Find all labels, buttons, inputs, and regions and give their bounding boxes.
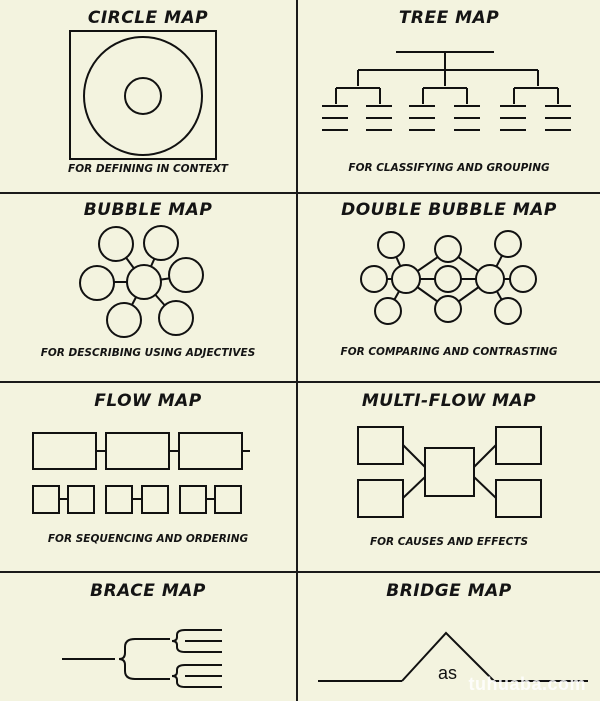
circle-map-inner-circle (124, 77, 162, 115)
flow-map-caption: FOR SEQUENCING AND ORDERING (47, 533, 249, 545)
flow-map-cell: FLOW MAP FOR SEQUENCING AND ORDERING (0, 383, 296, 571)
tree-branch-right (500, 87, 571, 131)
double-bubble-attribute (494, 230, 522, 258)
bridge-map-relating-factor: as (438, 663, 458, 683)
double-bubble-attribute (509, 265, 537, 293)
double-bubble-attribute (494, 297, 522, 325)
flow-map-title: FLOW MAP (94, 391, 202, 411)
double-bubble-attribute (377, 231, 405, 259)
double-bubble-center-a (391, 264, 421, 294)
multi-flow-map-title: MULTI-FLOW MAP (361, 391, 537, 411)
bridge-map-diagram (318, 631, 588, 682)
circle-map-outer-circle (83, 36, 203, 156)
multi-flow-map-caption: FOR CAUSES AND EFFECTS (369, 536, 529, 548)
double-bubble-attribute (360, 265, 388, 293)
bubble-attribute (143, 225, 179, 261)
bubble-map-diagram (79, 225, 204, 338)
bubble-center (126, 264, 162, 300)
circle-map-diagram (69, 30, 217, 160)
bubble-attribute (98, 226, 134, 262)
flow-map-diagram (32, 432, 250, 514)
double-bubble-shared (434, 295, 462, 323)
double-bubble-shared (434, 265, 462, 293)
circle-map-caption: FOR DEFINING IN CONTEXT (68, 163, 228, 175)
bubble-map-title: BUBBLE MAP (83, 200, 213, 220)
double-bubble-map-cell: DOUBLE BUBBLE MAP (298, 194, 600, 381)
bubble-map-caption: FOR DESCRIBING USING ADJECTIVES (40, 347, 256, 359)
divider-row-1 (0, 192, 600, 194)
watermark: tuhuaba.com (468, 674, 586, 694)
brace-map-title: BRACE MAP (90, 581, 206, 601)
bubble-attribute (79, 265, 115, 301)
bubble-attribute (106, 302, 142, 338)
brace-map-diagram (62, 629, 222, 688)
double-bubble-map-caption: FOR COMPARING AND CONTRASTING (340, 346, 558, 358)
multi-flow-map-cell: MULTI-FLOW MAP FOR CAUSES AND EFFECTS (298, 383, 600, 571)
bubble-attribute (168, 257, 204, 293)
circle-map-title: CIRCLE MAP (87, 8, 209, 28)
double-bubble-attribute (374, 297, 402, 325)
divider-row-3 (0, 571, 600, 573)
double-bubble-shared (434, 235, 462, 263)
tree-branch-middle (409, 87, 480, 131)
bridge-map-cell: BRIDGE MAP as (298, 573, 600, 701)
double-bubble-center-b (475, 264, 505, 294)
tree-map-cell: TREE MAP (298, 0, 600, 192)
bridge-map-title: BRIDGE MAP (386, 581, 512, 601)
tree-map-title: TREE MAP (398, 8, 500, 28)
multi-flow-map-diagram (357, 426, 542, 518)
divider-row-2 (0, 381, 600, 383)
divider-vertical (296, 0, 298, 701)
double-bubble-map-title: DOUBLE BUBBLE MAP (341, 200, 557, 220)
tree-map-caption: FOR CLASSIFYING AND GROUPING (348, 162, 550, 174)
bubble-map-cell: BUBBLE MAP FOR DESCRIBING USING ADJECTIV… (0, 194, 296, 381)
tree-map-diagram (322, 51, 571, 131)
tree-branch-left (322, 87, 392, 131)
circle-map-frame (69, 30, 217, 160)
circle-map-cell: CIRCLE MAP FOR DEFINING IN CONTEXT (0, 0, 296, 192)
brace-map-cell: BRACE MAP (0, 573, 296, 701)
bubble-attribute (158, 300, 194, 336)
double-bubble-map-diagram (360, 230, 537, 325)
